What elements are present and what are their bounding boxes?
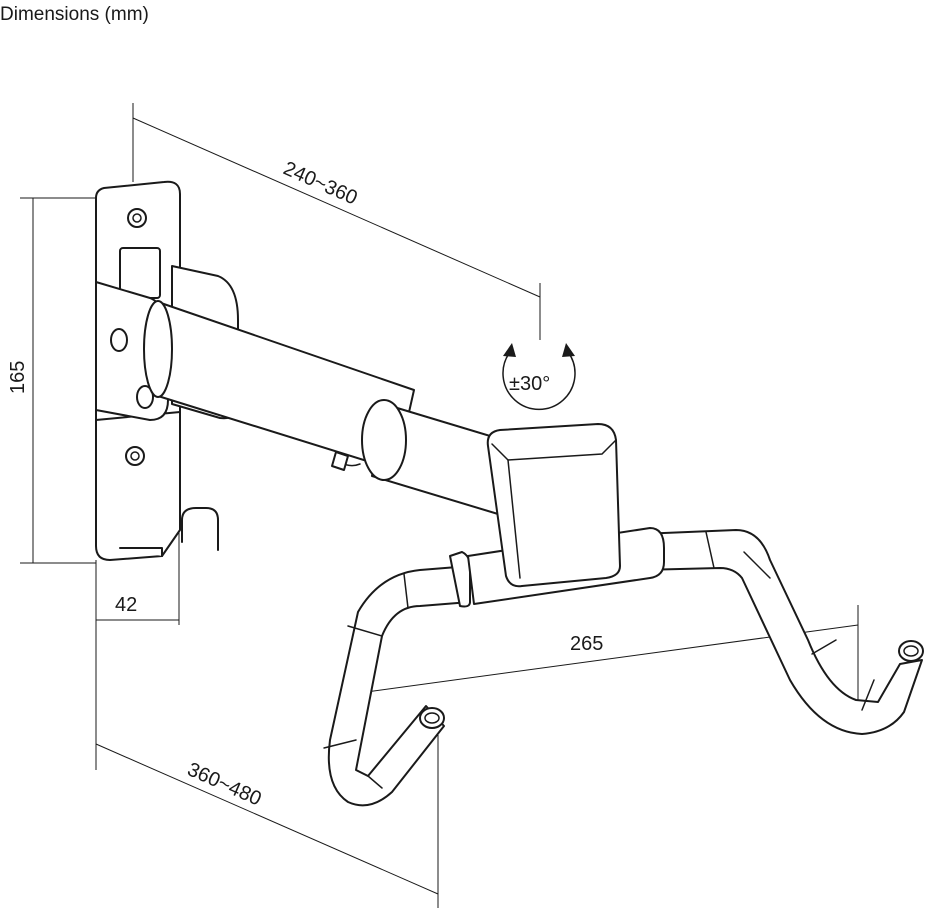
rotation-label: ±30° xyxy=(509,373,550,395)
hanger-bar xyxy=(323,527,924,807)
diagram-title: Dimensions (mm) xyxy=(0,4,149,25)
rotate-left-arrow-icon xyxy=(503,343,516,357)
dim-arm-length-label: 240~360 xyxy=(280,157,361,209)
dim-total-depth-label: 360~480 xyxy=(184,758,265,810)
dim-plate-height: 165 xyxy=(7,197,110,564)
telescoping-arm xyxy=(143,300,511,515)
dim-plate-height-label: 165 xyxy=(7,361,29,394)
dim-plate-depth-label: 42 xyxy=(115,594,137,616)
rotate-right-arrow-icon xyxy=(562,343,575,357)
rotation-indicator: ±30° xyxy=(502,343,576,411)
dim-hook-width-label: 265 xyxy=(570,633,603,655)
head-block xyxy=(486,423,621,588)
